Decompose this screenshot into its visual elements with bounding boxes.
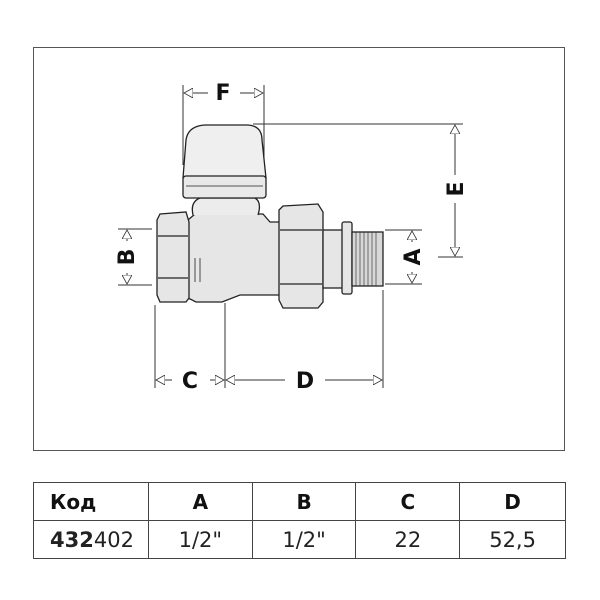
header-c: C <box>355 482 461 521</box>
valve-dimension-drawing: F C D E A B <box>115 81 469 394</box>
header-b: B <box>251 482 357 521</box>
drawing-frame <box>33 47 565 451</box>
code-suffix: 402 <box>93 527 134 552</box>
cell-d: 52,5 <box>459 520 566 559</box>
cell-code: 432402 <box>33 520 149 559</box>
dimension-label-d: D <box>296 369 314 394</box>
dimension-label-a: A <box>401 248 426 265</box>
dimension-lines <box>118 85 463 388</box>
dimensions-table: Код A B C D 432402 1/2" 1/2" 22 52,5 <box>33 482 566 559</box>
header-code: Код <box>33 482 149 521</box>
dimension-label-c: C <box>182 369 198 394</box>
cell-c: 22 <box>355 520 461 559</box>
table-header-row: Код A B C D <box>33 482 566 521</box>
code-prefix: 432 <box>50 527 94 552</box>
dimension-label-b: B <box>115 249 140 266</box>
cell-a: 1/2" <box>147 520 253 559</box>
table-row: 432402 1/2" 1/2" 22 52,5 <box>33 520 566 559</box>
cell-b: 1/2" <box>251 520 357 559</box>
dimension-label-f: F <box>215 81 230 106</box>
dimension-label-e: E <box>444 181 469 196</box>
valve-body <box>156 124 384 309</box>
header-a: A <box>147 482 253 521</box>
header-d: D <box>459 482 566 521</box>
